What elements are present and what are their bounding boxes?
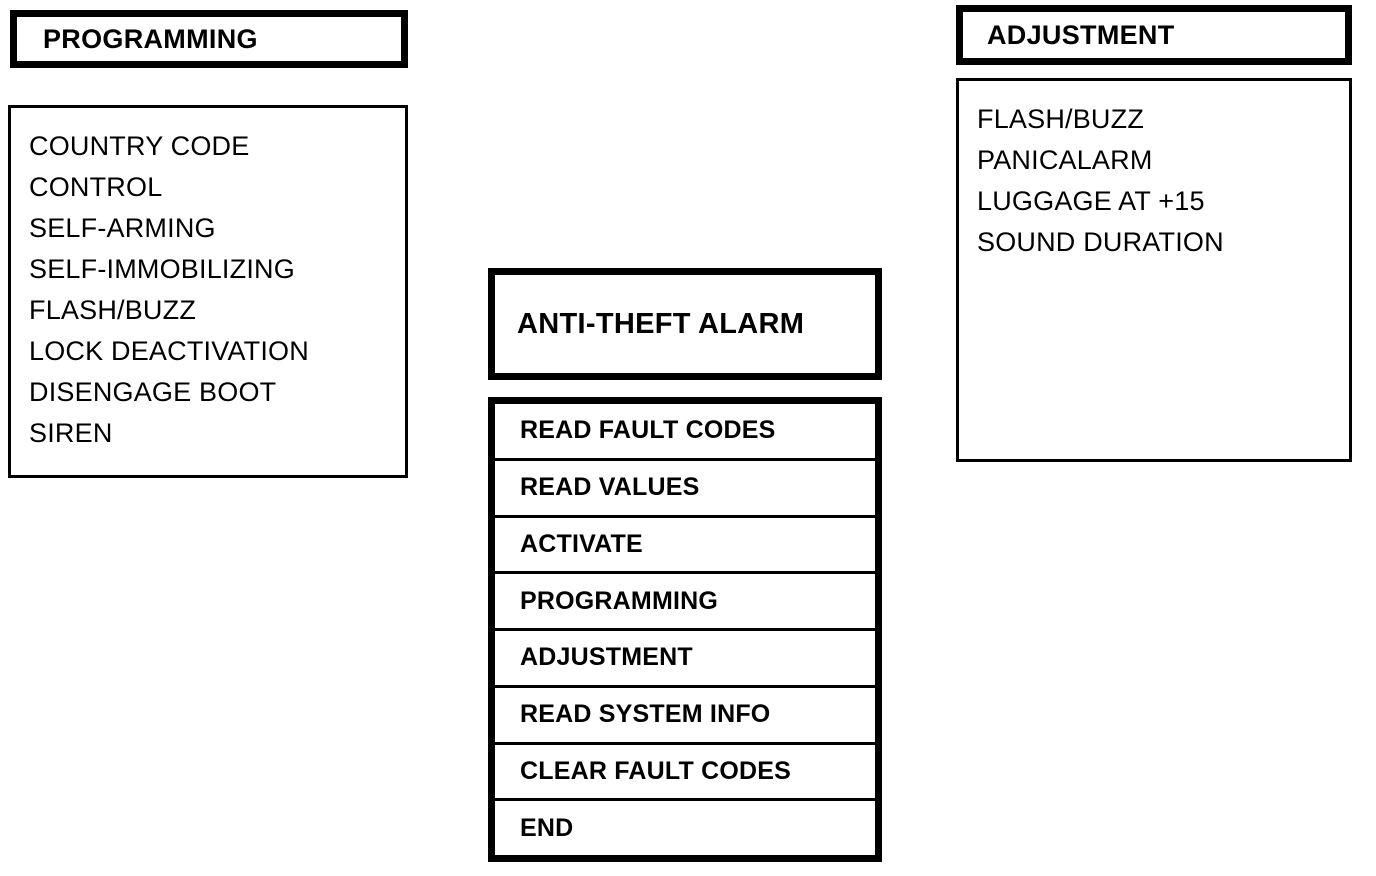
list-item[interactable]: COUNTRY CODE — [29, 131, 250, 161]
antitheft-alarm-title-plate: ANTI-THEFT ALARM — [488, 268, 882, 380]
list-item[interactable]: SELF-IMMOBILIZING — [29, 254, 295, 284]
antitheft-alarm-title-label: ANTI-THEFT ALARM — [517, 307, 805, 340]
adjustment-list-box: FLASH/BUZZ PANICALARM LUGGAGE AT +15 SOU… — [956, 78, 1352, 462]
menu-item-label: READ VALUES — [520, 473, 700, 502]
adjustment-title-label: ADJUSTMENT — [987, 19, 1175, 50]
menu-item-label: READ SYSTEM INFO — [520, 700, 771, 729]
list-item[interactable]: LOCK DEACTIVATION — [29, 336, 309, 366]
antitheft-alarm-menu: READ FAULT CODES READ VALUES ACTIVATE PR… — [488, 397, 882, 862]
menu-item-end[interactable]: END — [495, 801, 875, 855]
list-item[interactable]: SIREN — [29, 418, 113, 448]
menu-item-label: END — [520, 813, 574, 842]
list-item[interactable]: FLASH/BUZZ — [977, 104, 1145, 134]
list-item[interactable]: CONTROL — [29, 172, 163, 202]
menu-item-label: ACTIVATE — [520, 529, 643, 558]
list-item[interactable]: SOUND DURATION — [977, 227, 1224, 257]
menu-item-read-fault-codes[interactable]: READ FAULT CODES — [495, 404, 875, 461]
menu-item-adjustment[interactable]: ADJUSTMENT — [495, 631, 875, 688]
programming-list-box: COUNTRY CODE CONTROL SELF-ARMING SELF-IM… — [8, 105, 408, 478]
menu-item-label: READ FAULT CODES — [520, 416, 776, 445]
menu-item-activate[interactable]: ACTIVATE — [495, 518, 875, 575]
list-item[interactable]: FLASH/BUZZ — [29, 295, 197, 325]
programming-title-plate: PROGRAMMING — [10, 10, 408, 68]
adjustment-list: FLASH/BUZZ PANICALARM LUGGAGE AT +15 SOU… — [959, 81, 1349, 263]
adjustment-title-plate: ADJUSTMENT — [956, 5, 1352, 65]
menu-item-programming[interactable]: PROGRAMMING — [495, 574, 875, 631]
menu-item-read-system-info[interactable]: READ SYSTEM INFO — [495, 688, 875, 745]
list-item[interactable]: SELF-ARMING — [29, 213, 216, 243]
programming-list: COUNTRY CODE CONTROL SELF-ARMING SELF-IM… — [11, 108, 405, 454]
menu-item-clear-fault-codes[interactable]: CLEAR FAULT CODES — [495, 745, 875, 802]
menu-item-label: CLEAR FAULT CODES — [520, 756, 791, 785]
list-item[interactable]: LUGGAGE AT +15 — [977, 186, 1205, 216]
list-item[interactable]: DISENGAGE BOOT — [29, 377, 277, 407]
programming-title-label: PROGRAMMING — [43, 23, 258, 54]
list-item[interactable]: PANICALARM — [977, 145, 1153, 175]
menu-item-label: ADJUSTMENT — [520, 643, 693, 672]
menu-item-read-values[interactable]: READ VALUES — [495, 461, 875, 518]
menu-item-label: PROGRAMMING — [520, 586, 719, 615]
